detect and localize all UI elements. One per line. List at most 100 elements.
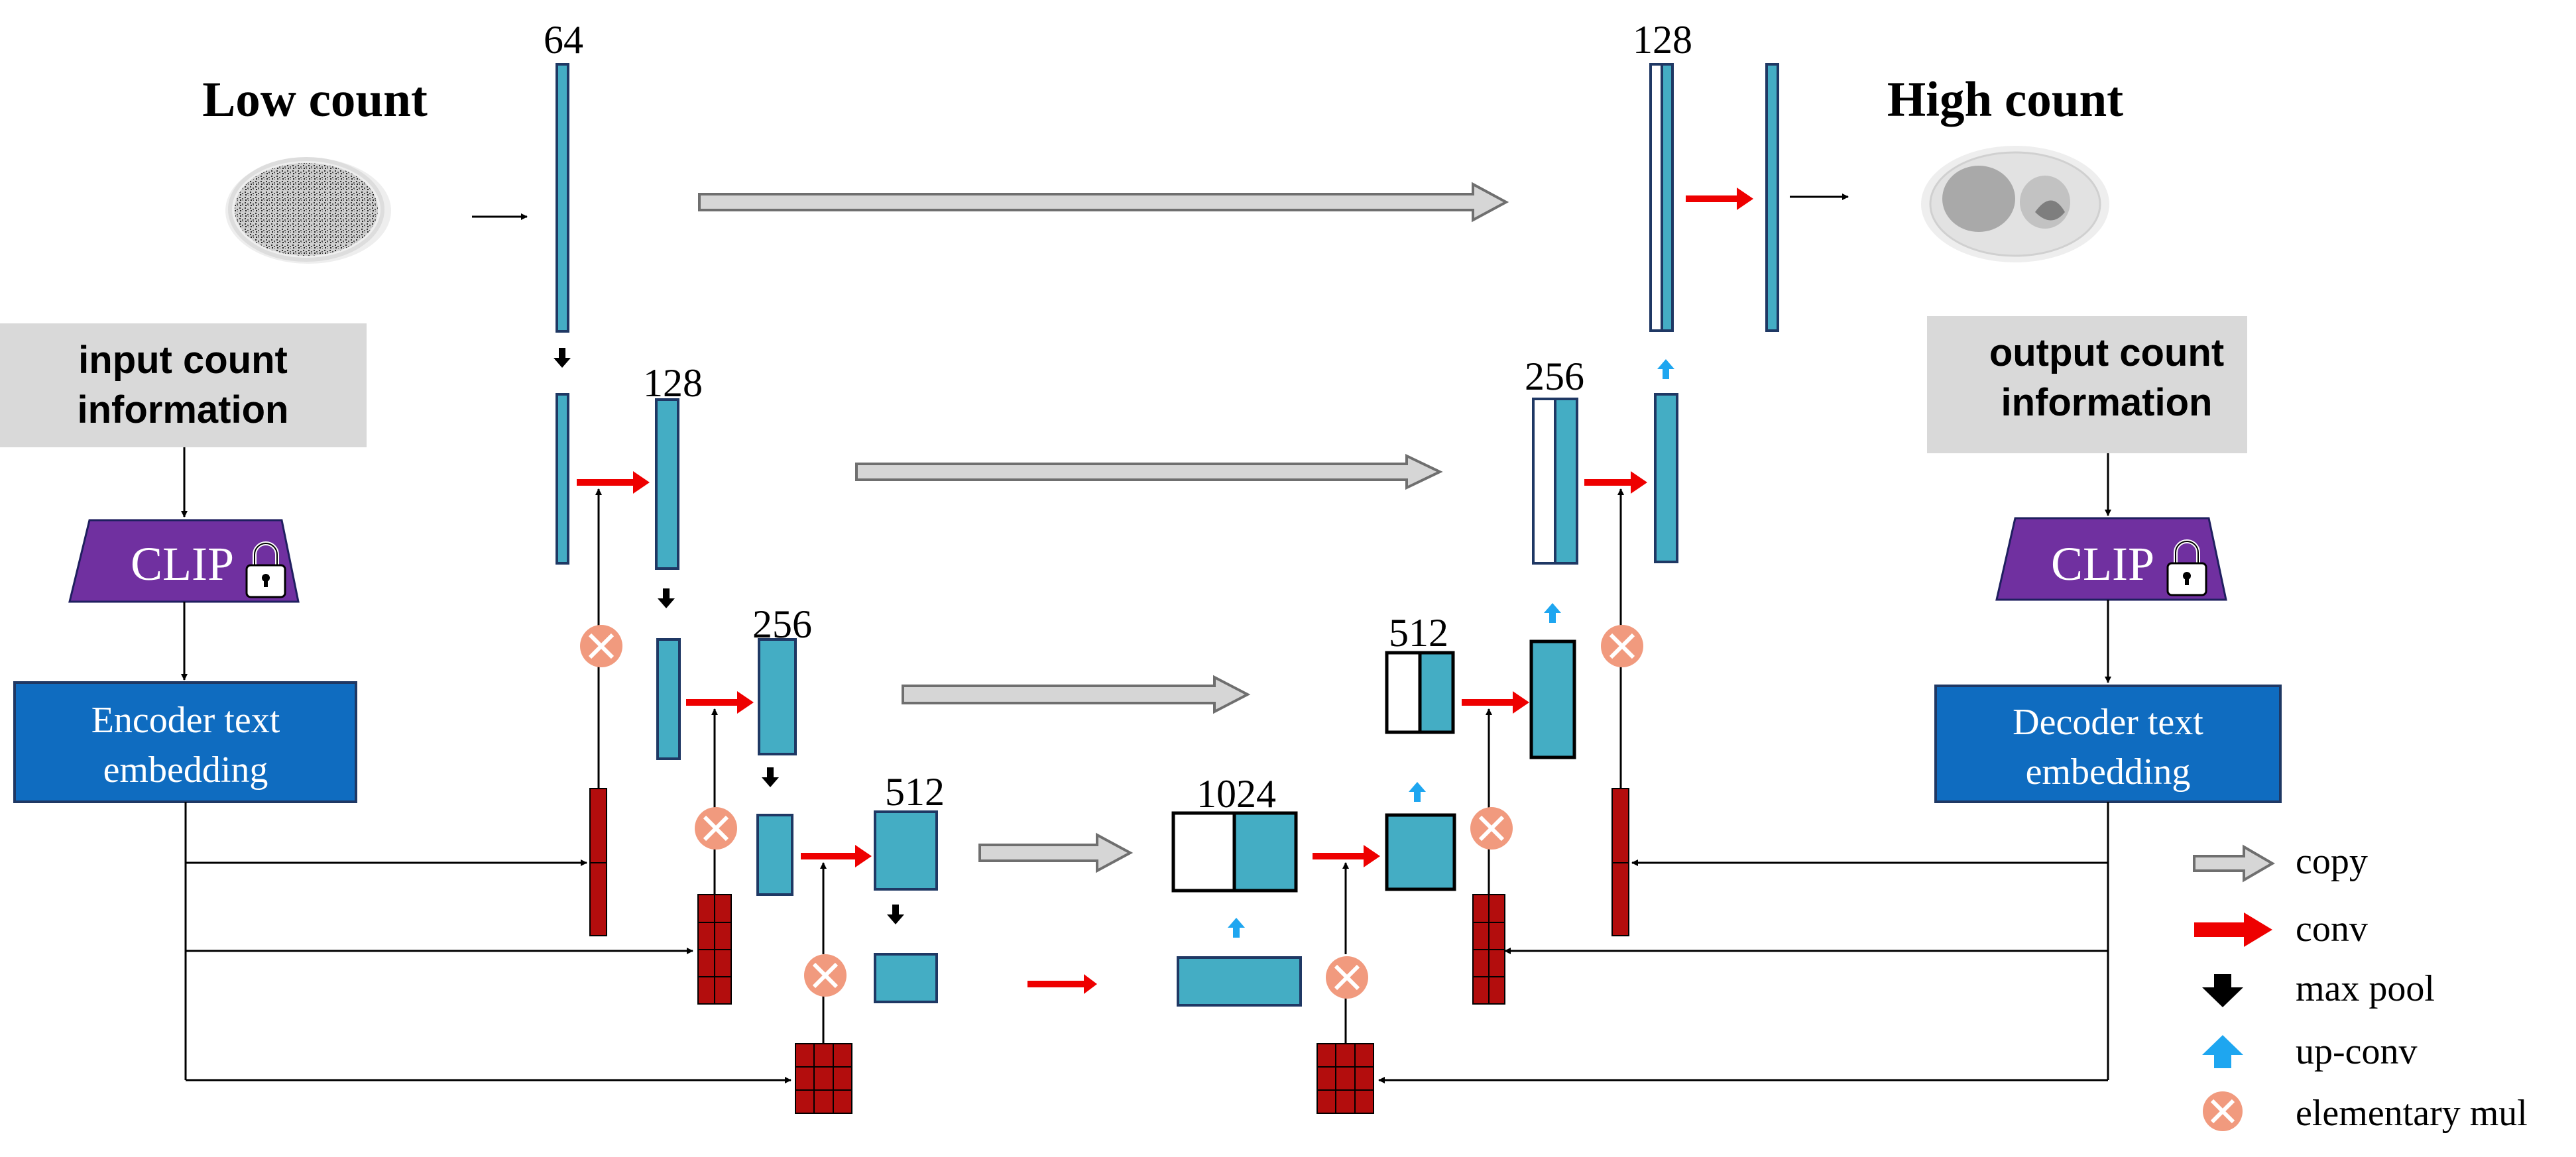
legend-copy-label: copy <box>2296 841 2368 882</box>
output-count-info-box <box>1927 316 2247 453</box>
copy-arrow-level1 <box>698 182 1509 223</box>
dec-128-concat-white <box>1649 63 1663 332</box>
right-lock-icon <box>2166 539 2207 596</box>
left-clip-block <box>68 519 300 603</box>
conv-arrow-dec-512 <box>1462 691 1529 714</box>
input-count-info-box <box>0 323 367 447</box>
maxpool-arrow-1 <box>554 348 571 368</box>
copy-arrow-level3 <box>902 675 1251 714</box>
dec-256-concat-teal <box>1554 398 1578 565</box>
enc-level2-input-block <box>556 393 569 565</box>
enc-level4-input-block <box>756 814 793 896</box>
channel-label-dec-512: 512 <box>1389 611 1448 655</box>
upconv-arrow-2 <box>1409 782 1426 802</box>
conv-arrow-dec-bottleneck <box>1313 845 1380 867</box>
decoder-embedding-line1: Decoder text <box>2013 702 2203 743</box>
conv-arrows <box>577 188 1753 994</box>
mul-icon-enc-3 <box>804 954 847 997</box>
enc-embed-matrix-1 <box>589 788 607 936</box>
conv-arrow-enc3 <box>686 691 754 714</box>
decoder-embedding-connectors <box>1378 802 2109 1083</box>
left-clip-label: CLIP <box>131 537 234 590</box>
enc-embed-matrix-3 <box>795 1043 852 1114</box>
decoder-text-embedding-box <box>1934 685 2282 803</box>
conv-arrow-dec-128 <box>1686 188 1753 210</box>
legend-mul-label: elementary mul <box>2296 1093 2528 1134</box>
low-count-title: Low count <box>202 72 428 127</box>
enc-level2-block <box>655 398 679 570</box>
mul-icon-enc-2 <box>695 807 737 850</box>
up-conv-arrows <box>1228 359 1674 938</box>
conv-arrow-enc2 <box>577 471 650 494</box>
conv-arrow-enc4 <box>801 845 872 867</box>
bottleneck-concat-teal <box>1232 811 1298 893</box>
channel-label-dec-128: 128 <box>1633 18 1692 62</box>
dec-256-block <box>1529 639 1576 759</box>
channel-label-enc-512: 512 <box>885 770 945 814</box>
dec-embed-matrix-3 <box>1317 1043 1374 1114</box>
dec-512-block <box>1385 813 1456 891</box>
encoder-text-embedding-box <box>13 681 357 803</box>
legend-copy-icon <box>2193 844 2275 883</box>
modulation-connectors <box>595 488 1624 1044</box>
upconv-arrow-1 <box>1228 918 1245 938</box>
bottleneck-upsampled-block <box>1177 956 1302 1007</box>
legend-up-conv-label: up-conv <box>2296 1031 2418 1072</box>
left-lock-icon <box>245 541 286 598</box>
enc-embed-matrix-2 <box>697 894 732 1005</box>
channel-label-enc-128: 128 <box>643 361 703 405</box>
encoder <box>556 63 938 1003</box>
upconv-arrow-4 <box>1657 359 1674 379</box>
legend: copy conv max pool up-conv elementary mu… <box>2193 841 2528 1134</box>
output-count-info-line1: output count <box>1989 331 2224 374</box>
enc-level3-block <box>758 638 797 755</box>
mul-icon-dec-2 <box>1470 807 1513 850</box>
maxpool-arrow-2 <box>658 588 675 608</box>
enc-level3-input-block <box>656 638 681 760</box>
max-pool-arrows <box>554 348 904 924</box>
encoder-embedding-line2: embedding <box>103 749 268 791</box>
copy-arrow-level2 <box>855 453 1443 490</box>
dec-256-concat-white <box>1532 398 1556 565</box>
high-count-title: High count <box>1887 72 2123 127</box>
channel-label-dec-256: 256 <box>1525 355 1584 398</box>
enc-level1-block <box>556 63 569 333</box>
mul-icon-dec-1 <box>1601 625 1643 667</box>
dec-128-concat-teal <box>1661 63 1674 332</box>
input-count-info-line2: information <box>78 388 289 431</box>
high-count-pet-image <box>1921 146 2109 262</box>
legend-up-conv-icon <box>2202 1035 2243 1068</box>
text-embedding-matrices <box>589 788 1629 1114</box>
legend-max-pool-label: max pool <box>2296 968 2435 1009</box>
output-count-info-line2: information <box>2001 381 2213 424</box>
dec-embed-matrix-1 <box>1611 788 1629 936</box>
legend-conv-icon <box>2194 912 2272 947</box>
maxpool-arrow-3 <box>762 767 779 787</box>
enc-level4-block <box>874 810 938 891</box>
conv-arrow-enc5 <box>1027 974 1097 994</box>
maxpool-arrow-4 <box>887 905 904 924</box>
conv-arrow-dec-256 <box>1584 471 1647 494</box>
mul-icon-dec-3 <box>1326 956 1368 999</box>
encoder-embedding-line1: Encoder text <box>91 700 280 741</box>
channel-label-bottleneck-1024: 1024 <box>1197 772 1276 816</box>
dec-512-concat-teal <box>1418 651 1455 734</box>
encoder-embedding-connectors <box>184 802 791 1083</box>
mul-icon-enc-1 <box>580 625 622 667</box>
bottleneck-concat-white <box>1171 811 1236 893</box>
legend-conv-label: conv <box>2296 909 2368 950</box>
skip-connections <box>698 182 1509 873</box>
copy-arrow-level4 <box>978 832 1134 873</box>
legend-max-pool-icon <box>2202 974 2243 1007</box>
dec-embed-matrix-2 <box>1472 894 1505 1005</box>
upconv-arrow-3 <box>1544 603 1561 623</box>
low-count-pet-image <box>225 157 391 264</box>
legend-mul-icon <box>2203 1091 2243 1131</box>
dec-128-block <box>1654 393 1678 563</box>
decoder <box>1171 63 1779 1007</box>
enc-level5-block <box>874 953 938 1003</box>
right-clip-label: CLIP <box>2051 537 2154 590</box>
channel-label-enc-64: 64 <box>544 18 583 62</box>
decoder-embedding-line2: embedding <box>2026 751 2191 793</box>
